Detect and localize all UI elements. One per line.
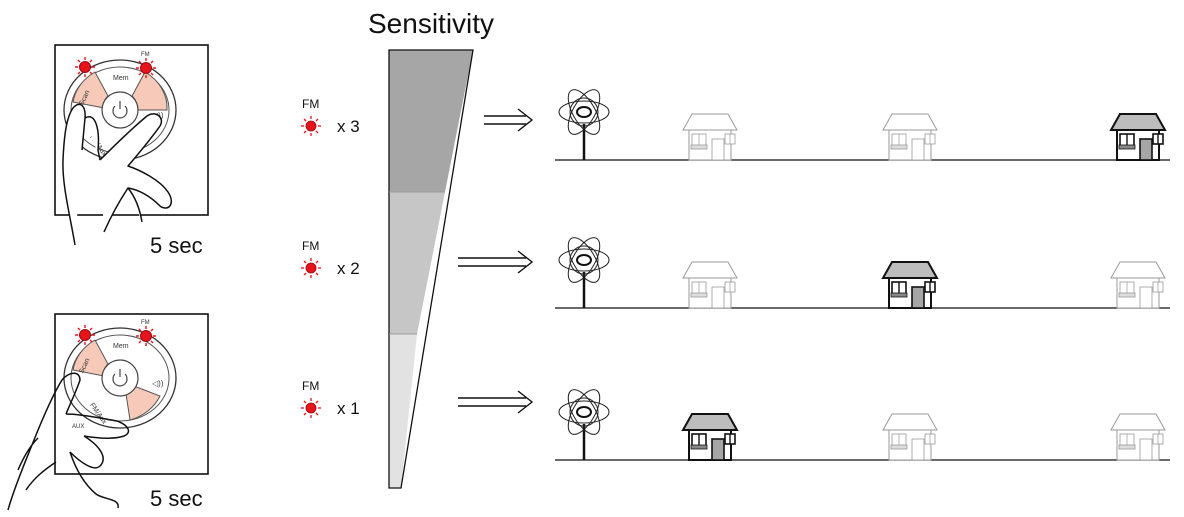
- led-fm-top: FM: [136, 52, 156, 78]
- transmitter-icon: [558, 389, 610, 460]
- hand-bottom: [7, 372, 130, 511]
- led-left-bottom: [75, 325, 95, 345]
- house-icon: [682, 113, 738, 161]
- led-fm-bottom: FM: [136, 320, 156, 346]
- remote-bottom: Mem Scan FM/Aux ◁)) AUX FM 5 sec: [7, 313, 209, 511]
- mem-label-bottom: Mem: [113, 343, 129, 350]
- fm-led-indicator: FM: [301, 97, 321, 136]
- aux-label-bottom: AUX: [72, 424, 84, 430]
- fm-led-indicator: FM: [301, 379, 321, 418]
- house-icon-receiving: [681, 413, 739, 461]
- led-left-top: [75, 57, 95, 77]
- wedge-outline: [388, 49, 474, 489]
- house-icon: [682, 261, 738, 309]
- remote-top: Mem Scan FM/Aux ◁)) FM 5 sec: [54, 44, 209, 258]
- fm-led-label: FM: [302, 379, 319, 393]
- transmitter-icon: [558, 237, 610, 308]
- level-row: FM x 2: [301, 237, 1170, 309]
- blink-count: x 2: [337, 259, 360, 278]
- house-icon-receiving: [881, 261, 939, 309]
- wedge-level-1: [389, 334, 417, 488]
- fm-led-label: FM: [302, 239, 319, 253]
- house-icon: [1110, 261, 1166, 309]
- fm-led-indicator: FM: [301, 239, 321, 278]
- fm-led-label: FM: [302, 97, 319, 111]
- arrow-icon: [458, 390, 534, 414]
- level-row: FM x 1: [301, 379, 1170, 461]
- arrow-icon: [484, 108, 534, 132]
- fm-led-label-top: FM: [141, 52, 150, 58]
- transmitter-icon: [558, 89, 610, 160]
- speaker-icon: ◁)): [152, 379, 164, 388]
- power-icon: [112, 373, 128, 387]
- sensitivity-title: Sensitivity: [368, 8, 494, 39]
- wedge-level-3: [389, 50, 473, 192]
- power-button-bottom[interactable]: [101, 359, 139, 397]
- wedge-level-2: [389, 192, 445, 334]
- arrow-icon: [458, 250, 534, 274]
- house-icon: [882, 413, 938, 461]
- level-row: FM x 3: [301, 89, 1170, 161]
- power-icon: [112, 105, 128, 119]
- house-icon: [882, 113, 938, 161]
- hold-time-top: 5 sec: [150, 233, 203, 258]
- mem-label-top: Mem: [113, 75, 129, 82]
- sensitivity-wedge: [388, 49, 474, 489]
- blink-count: x 1: [337, 399, 360, 418]
- blink-count: x 3: [337, 117, 360, 136]
- power-button-top[interactable]: [101, 91, 139, 129]
- hold-time-bottom: 5 sec: [150, 486, 203, 511]
- hand-top: [62, 103, 172, 246]
- fm-led-label-bottom: FM: [141, 320, 150, 326]
- level-rows: FM x 3 FM x 2 FM x 1: [301, 89, 1170, 461]
- house-icon-receiving: [1109, 113, 1167, 161]
- house-icon: [1110, 413, 1166, 461]
